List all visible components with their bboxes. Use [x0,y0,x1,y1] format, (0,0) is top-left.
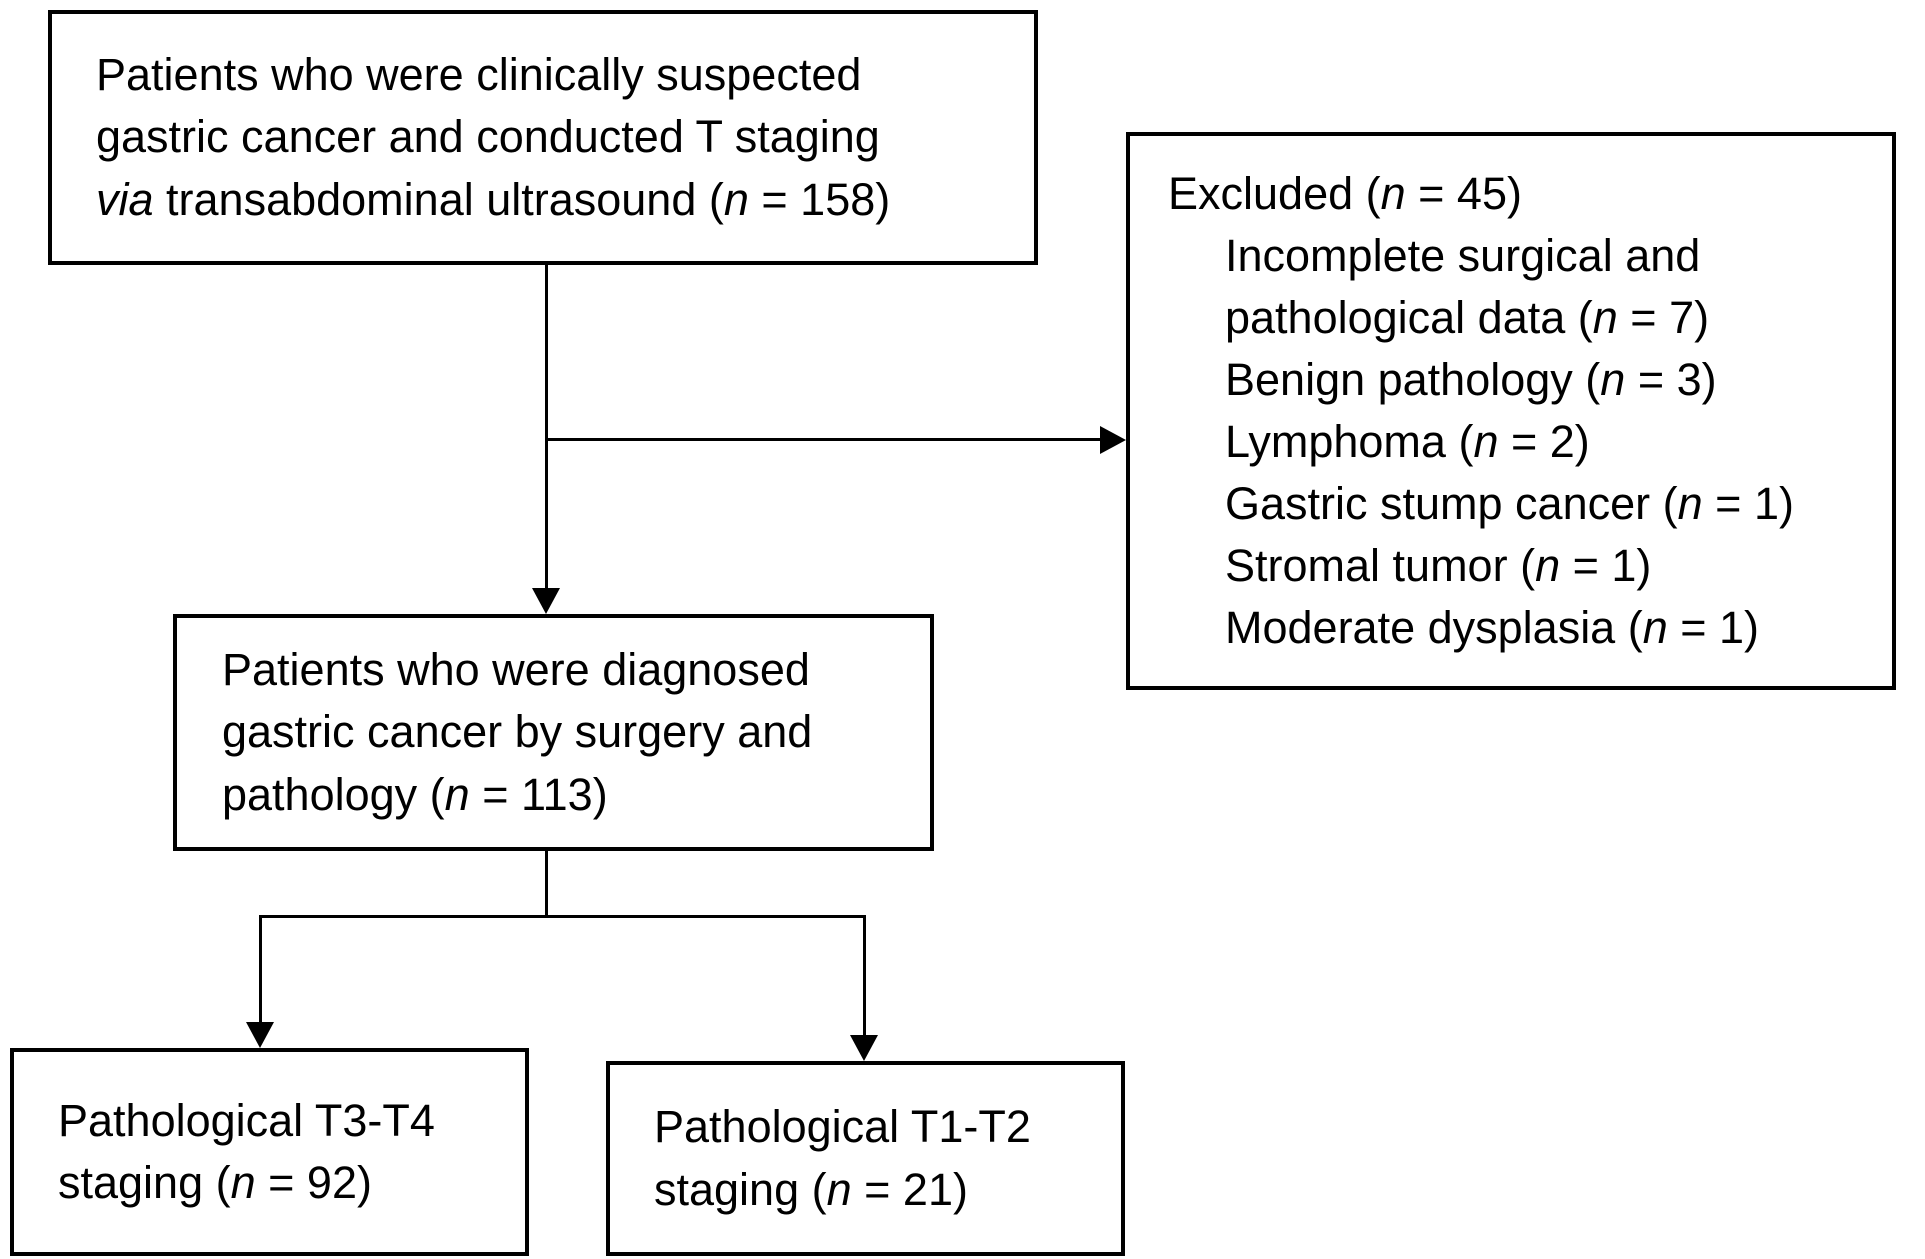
arrowhead-right-icon [1100,426,1126,454]
node-excluded-patients: Excluded (n = 45) Incomplete surgical and… [1126,132,1896,690]
text-line: pathological data (n = 7) [1225,291,1710,343]
node-diagnosed-patients: Patients who were diagnosed gastric cance… [173,614,934,851]
text-line: Benign pathology (n = 3) [1225,353,1717,405]
connector-diagnosed-to-split [545,851,548,918]
text-line: pathology (n = 113) [222,768,608,820]
node-suspected-patients: Patients who were clinically suspected ga… [48,10,1038,265]
text-line: Incomplete surgical and [1225,229,1701,281]
connector-to-excluded [545,438,1102,441]
text-line: Gastric stump cancer (n = 1) [1225,478,1794,530]
text-line: Lymphoma (n = 2) [1225,416,1590,467]
node-pathological-t3-t4: Pathological T3-T4 staging (n = 92) [10,1048,529,1256]
connector-right-branch [863,915,866,1037]
text-line: gastric cancer and conducted T staging [96,111,880,163]
text-line: staging (n = 92) [58,1157,372,1208]
text-line: via transabdominal ultrasound (n = 158) [96,173,891,225]
text-line: Moderate dysplasia (n = 1) [1225,602,1760,654]
text-line: Pathological T3-T4 [58,1094,435,1146]
text-line: Stromal tumor (n = 1) [1225,540,1652,592]
arrowhead-down-diagnosed-icon [532,588,560,614]
arrowhead-down-t3-t4-icon [246,1022,274,1048]
connector-left-branch [259,915,262,1024]
connector-suspected-to-diagnosed [545,265,548,590]
text-line: Excluded (n = 45) [1168,167,1522,219]
node-pathological-t1-t2: Pathological T1-T2 staging (n = 21) [606,1061,1125,1256]
text-line: staging (n = 21) [654,1163,968,1215]
text-line: Patients who were clinically suspected [96,49,862,101]
connector-split-bar [259,915,865,918]
arrowhead-down-t1-t2-icon [850,1035,878,1061]
text-line: gastric cancer by surgery and [222,706,813,758]
text-line: Patients who were diagnosed [222,644,810,696]
text-line: Pathological T1-T2 [654,1101,1031,1153]
